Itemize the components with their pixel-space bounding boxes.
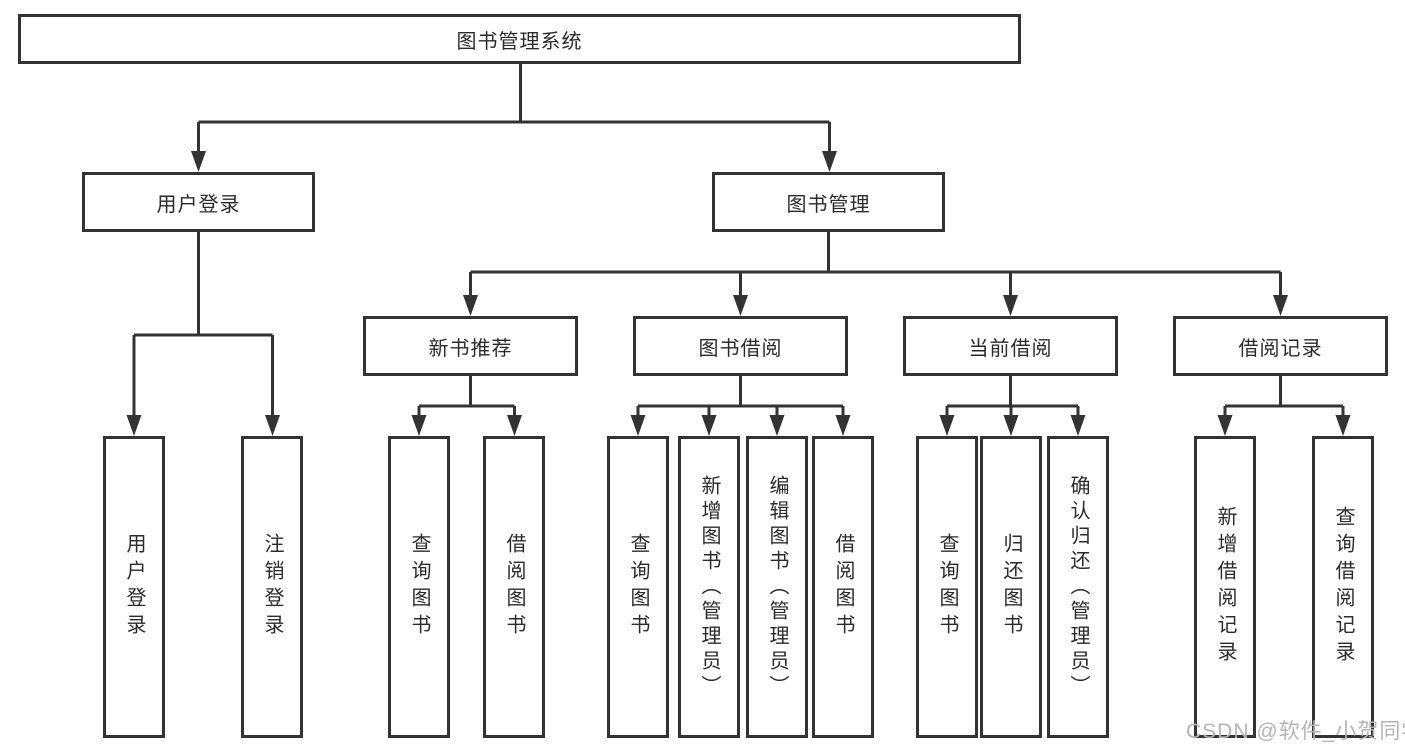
leaf-recommend-borrow-books: 借阅图书	[483, 436, 545, 738]
leaf-borrow-edit-books-admin: 编辑图书（管理员）	[746, 436, 808, 738]
leaf-current-confirm-return-admin: 确认归还（管理员）	[1047, 436, 1109, 738]
leaf-user-login: 用户登录	[103, 436, 165, 738]
node-book-borrow: 图书借阅	[633, 316, 848, 376]
node-library-system-root: 图书管理系统	[18, 14, 1021, 64]
csdn-watermark: CSDN @软件_小贺同学	[1186, 720, 1405, 743]
node-current-borrow: 当前借阅	[903, 316, 1118, 376]
leaf-current-query-books: 查询图书	[916, 436, 978, 738]
leaf-recommend-query-books: 查询图书	[388, 436, 450, 738]
leaf-records-query-record: 查询借阅记录	[1312, 436, 1374, 738]
node-user-login: 用户登录	[82, 172, 315, 232]
leaf-current-return-books: 归还图书	[980, 436, 1042, 738]
node-new-book-recommend: 新书推荐	[363, 316, 578, 376]
leaf-logout: 注销登录	[241, 436, 303, 738]
node-book-management: 图书管理	[712, 172, 945, 232]
leaf-borrow-add-books-admin: 新增图书（管理员）	[678, 436, 740, 738]
leaf-borrow-borrow-books: 借阅图书	[812, 436, 874, 738]
leaf-borrow-query-books: 查询图书	[607, 436, 669, 738]
node-borrow-records: 借阅记录	[1173, 316, 1388, 376]
leaf-records-add-record: 新增借阅记录	[1194, 436, 1256, 738]
